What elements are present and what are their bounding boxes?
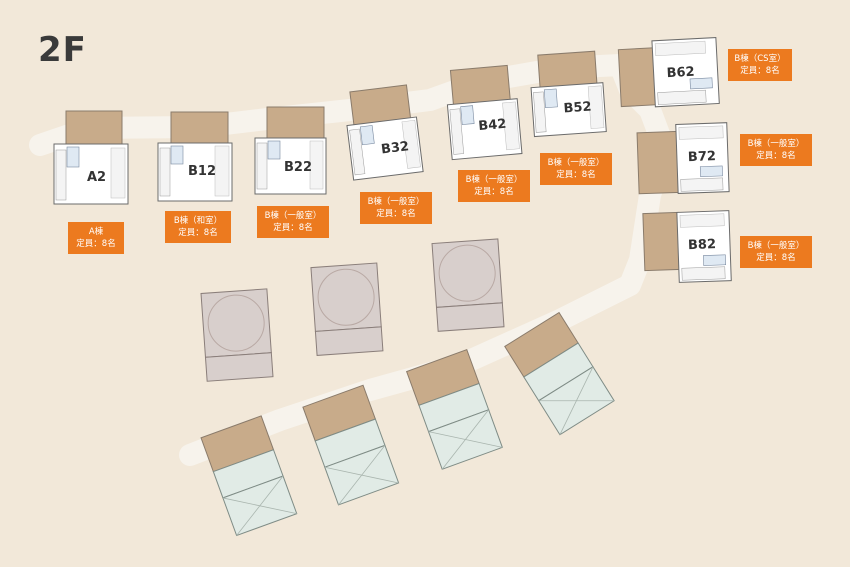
- room-id-b12: B12: [188, 164, 216, 179]
- room-capacity: 定員：8名: [376, 209, 416, 219]
- room-type: B棟（CS室）: [734, 54, 786, 64]
- room-b12[interactable]: B12: [157, 111, 233, 202]
- deck-site-1: [200, 415, 298, 537]
- room-b62[interactable]: B62: [617, 37, 720, 109]
- room-tag-b22: B棟（一般室） 定員：8名: [257, 206, 329, 238]
- tent-site-1: [200, 288, 274, 382]
- room-id-b32: B32: [380, 139, 410, 157]
- room-type: B棟（一般室）: [547, 158, 605, 168]
- room-capacity: 定員：8名: [474, 187, 514, 197]
- room-b82[interactable]: B82: [642, 210, 732, 284]
- room-b42[interactable]: B42: [444, 64, 523, 161]
- room-capacity: 定員：8名: [556, 170, 596, 180]
- room-type: B棟（一般室）: [747, 241, 805, 251]
- room-tag-b72: B棟（一般室） 定員：8名: [740, 134, 812, 166]
- room-capacity: 定員：8名: [178, 228, 218, 238]
- tent-site-2: [310, 262, 384, 356]
- room-tag-b42: B棟（一般室） 定員：8名: [458, 170, 530, 202]
- room-capacity: 定員：8名: [273, 223, 313, 233]
- room-tag-b52: B棟（一般室） 定員：8名: [540, 153, 612, 185]
- room-tag-b12: B棟（和室） 定員：8名: [165, 211, 231, 243]
- room-type: B棟（一般室）: [465, 175, 523, 185]
- room-type: A棟: [88, 227, 104, 237]
- room-id-b82: B82: [688, 237, 717, 253]
- room-tag-b82: B棟（一般室） 定員：8名: [740, 236, 812, 268]
- room-capacity: 定員：8名: [756, 253, 796, 263]
- room-tag-a2: A棟 定員：8名: [68, 222, 124, 254]
- room-id-b72: B72: [688, 149, 717, 165]
- deck-site-2: [302, 384, 400, 506]
- room-id-b52: B52: [563, 100, 592, 117]
- room-b52[interactable]: B52: [529, 50, 607, 138]
- room-tag-b62: B棟（CS室） 定員：8名: [728, 49, 792, 81]
- floor-label: 2F: [38, 30, 87, 70]
- room-capacity: 定員：8名: [740, 66, 780, 76]
- room-id-b42: B42: [478, 117, 507, 134]
- room-type: B棟（和室）: [173, 216, 223, 226]
- room-type: B棟（一般室）: [367, 197, 425, 207]
- deck-site-4: [504, 311, 615, 436]
- tent-site-3: [431, 238, 505, 332]
- room-tag-b32: B棟（一般室） 定員：8名: [360, 192, 432, 224]
- room-id-b22: B22: [284, 160, 312, 175]
- room-b72[interactable]: B72: [636, 122, 730, 195]
- room-id-a2: A2: [87, 170, 106, 185]
- room-b22[interactable]: B22: [254, 106, 327, 195]
- room-a2[interactable]: A2: [53, 110, 129, 205]
- room-type: B棟（一般室）: [747, 139, 805, 149]
- room-id-b62: B62: [666, 65, 695, 81]
- deck-site-3: [405, 348, 503, 470]
- room-b32[interactable]: B32: [343, 84, 424, 181]
- room-capacity: 定員：8名: [756, 151, 796, 161]
- room-capacity: 定員：8名: [76, 239, 116, 249]
- room-type: B棟（一般室）: [264, 211, 322, 221]
